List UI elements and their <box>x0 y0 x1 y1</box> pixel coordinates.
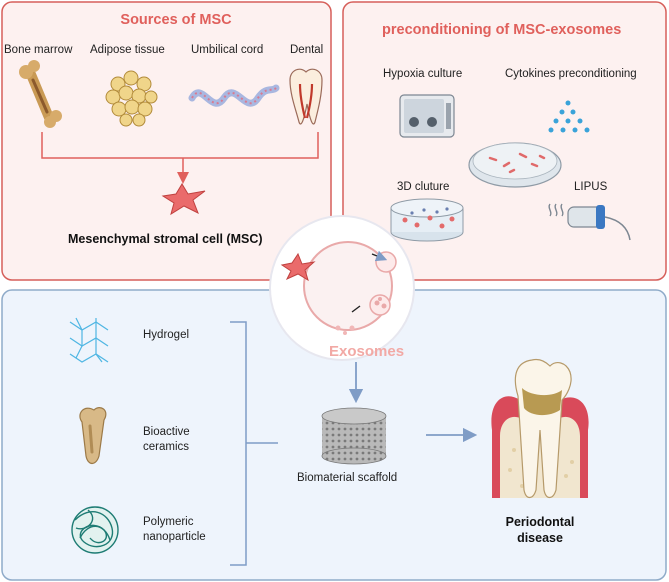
biomaterial-scaffold-icon <box>321 407 387 465</box>
exosome-vesicle-icon <box>269 215 415 361</box>
source-label-bone-marrow: Bone marrow <box>4 44 73 56</box>
tooth-icon <box>289 68 323 125</box>
exosomes-label: Exosomes <box>329 343 405 360</box>
petri-dish-icon <box>468 142 562 188</box>
material-label-polymeric-nanoparticle: Polymeric nanoparticle <box>143 516 206 543</box>
polymeric-nanoparticle-icon <box>71 506 119 554</box>
bone-marrow-icon <box>19 60 62 128</box>
preconditioning-title: preconditioning of MSC-exosomes <box>382 22 622 38</box>
3d-culture-icon <box>390 198 464 242</box>
source-label-dental: Dental <box>290 44 324 56</box>
umbilical-cord-icon <box>188 84 280 107</box>
msc-label: Mesenchymal stromal cell (MSC) <box>68 232 263 246</box>
sources-bracket <box>41 132 319 159</box>
precond-label-hypoxia: Hypoxia culture <box>383 68 463 80</box>
sources-title: Sources of MSC <box>120 12 232 28</box>
materials-bracket <box>230 321 278 566</box>
disease-label: Periodontal disease <box>505 515 575 545</box>
scaffold-label: Biomaterial scaffold <box>297 472 398 484</box>
msc-cell-icon <box>161 183 206 216</box>
periodontal-tooth-icon <box>491 358 589 499</box>
hypoxia-incubator-icon <box>399 94 455 138</box>
adipose-tissue-icon <box>105 70 158 127</box>
bioactive-ceramics-icon <box>79 407 107 465</box>
material-label-bioactive-ceramics: Bioactive ceramics <box>143 426 190 453</box>
source-label-umbilical-cord: Umbilical cord <box>191 44 264 56</box>
ultrasound-probe-icon <box>548 203 631 241</box>
sources-panel <box>1 1 332 281</box>
precond-label-3d-culture: 3D cluture <box>397 181 450 193</box>
hydrogel-icon <box>69 317 109 363</box>
precond-label-cytokines: Cytokines preconditioning <box>505 68 637 80</box>
source-label-adipose-tissue: Adipose tissue <box>90 44 165 56</box>
material-label-hydrogel: Hydrogel <box>143 329 190 341</box>
cytokines-icon <box>548 100 590 133</box>
precond-label-lipus: LIPUS <box>574 181 608 193</box>
